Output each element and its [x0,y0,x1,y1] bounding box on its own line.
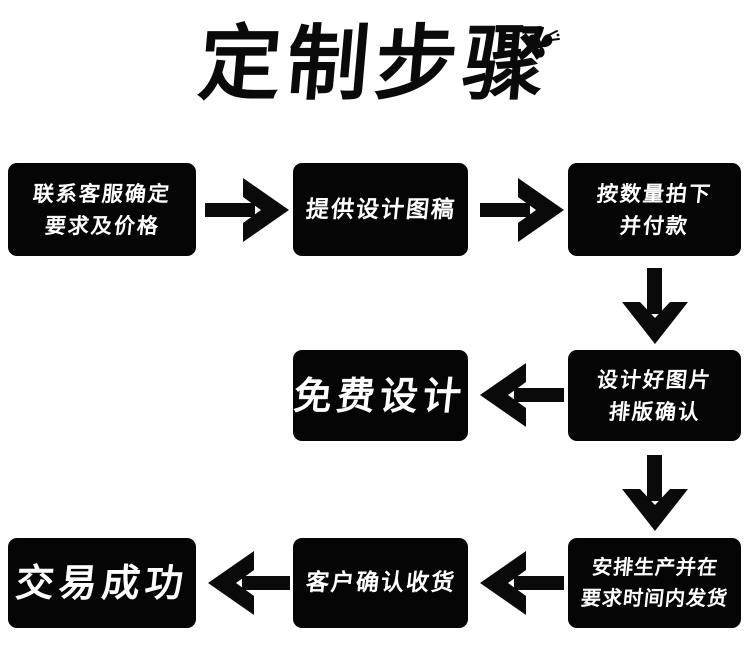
node-line: 设计好图片 [595,367,714,392]
node-line: 要求及价格 [43,213,161,238]
node-line: 排版确认 [607,399,702,424]
free-design-node[interactable]: 免费设计 [293,350,468,441]
deal-success-node[interactable]: 交易成功 [8,538,196,628]
node-line: 并付款 [618,213,691,238]
arrow-right-icon [480,176,564,244]
butterfly-icon [521,28,561,60]
node-line: 安排生产并在 [590,555,719,579]
node-line: 提供设计图稿 [304,196,457,223]
order-and-pay-node[interactable]: 按数量拍下 并付款 [568,163,741,256]
node-line: 客户确认收货 [304,570,457,596]
node-line: 要求时间内发货 [579,586,730,610]
arrow-down-icon [620,455,690,531]
page-title: 定制步骤 [194,17,556,112]
layout-confirm-node[interactable]: 设计好图片 排版确认 [568,350,741,441]
production-and-ship-node[interactable]: 安排生产并在 要求时间内发货 [568,538,741,628]
node-line: 免费设计 [293,373,468,418]
arrow-left-icon [475,360,564,430]
arrow-down-icon [620,268,690,344]
node-line: 交易成功 [13,561,191,605]
contact-support-node[interactable]: 联系客服确定 要求及价格 [8,163,196,256]
provide-design-draft-node[interactable]: 提供设计图稿 [293,163,468,256]
node-line: 联系客服确定 [31,181,173,206]
arrow-left-icon [203,548,290,618]
node-line: 按数量拍下 [595,181,714,206]
customer-confirm-receipt-node[interactable]: 客户确认收货 [293,538,468,628]
arrow-right-icon [205,176,289,244]
arrow-left-icon [475,548,564,618]
title-area: 定制步骤 [0,6,750,131]
